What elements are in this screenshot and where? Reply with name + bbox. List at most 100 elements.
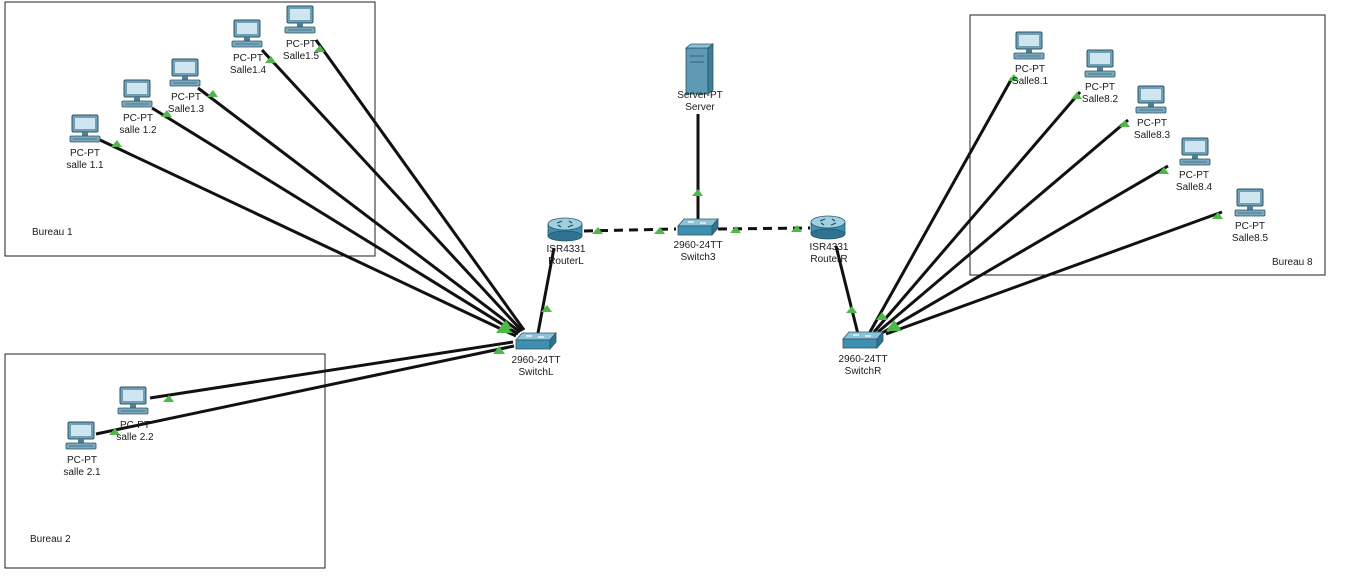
area-label: Bureau 1 [32,227,73,238]
device-type: PC-PT [120,420,150,431]
pc-salle-8-2[interactable]: PC-PT Salle8.2 [1082,49,1119,105]
pc-icon [169,58,201,87]
device-type: Server-PT [677,90,723,101]
device-name: salle 1.1 [66,160,104,171]
device-type: 2960-24TT [674,240,723,251]
pc-salle-8-5[interactable]: PC-PT Salle8.5 [1232,188,1269,244]
device-name: Salle8.1 [1012,76,1049,87]
area-frame [4,1,376,257]
pc-salle-8-4[interactable]: PC-PT Salle8.4 [1176,137,1213,193]
pc-salle-1-5[interactable]: PC-PT Salle1.5 [283,5,320,62]
pc-icon [117,386,149,415]
link-up-indicator [1119,120,1130,127]
device-name: salle 2.1 [63,467,101,478]
device-type: 2960-24TT [839,354,888,365]
switch-icon [842,331,884,349]
device-type: PC-PT [123,113,153,124]
pc-icon [284,5,316,34]
device-name: Salle1.4 [230,65,267,76]
link-up-indicator [730,226,741,233]
link-salle14-switchl[interactable] [260,48,524,333]
link-switchr-routerr[interactable] [834,245,860,335]
device-name: RouterR [810,254,847,265]
switch-icon [677,218,719,236]
switch-left[interactable]: 2960-24TT SwitchL [512,332,561,378]
link-up-indicator [1008,74,1019,81]
server-device[interactable]: Server-PT Server [677,43,723,113]
link-up-indicator [846,306,857,313]
link-up-indicator [207,90,218,97]
link-salle22-switchl[interactable] [149,340,514,400]
device-name: RouterL [548,256,584,267]
pc-salle-2-1[interactable]: PC-PT salle 2.1 [63,421,101,478]
link-up-indicator [1158,167,1169,174]
pc-salle-8-1[interactable]: PC-PT Salle8.1 [1012,31,1049,87]
pc-salle-1-1[interactable]: PC-PT salle 1.1 [66,114,104,171]
device-type: PC-PT [70,148,100,159]
pc-icon [1084,49,1116,78]
pc-salle-1-4[interactable]: PC-PT Salle1.4 [230,19,267,76]
router-icon [810,215,846,240]
device-type: PC-PT [1179,170,1209,181]
link-salle85-switchr[interactable] [885,210,1223,336]
device-name: Salle1.3 [168,104,205,115]
pc-icon [1135,85,1167,114]
switch-3[interactable]: 2960-24TT Switch3 [674,218,723,263]
device-name: Salle8.2 [1082,94,1119,105]
link-up-indicator [265,56,276,63]
switch-icon [515,332,557,350]
link-up-indicator [886,320,902,331]
link-switchl-routerl[interactable] [536,247,556,334]
device-type: PC-PT [1235,221,1265,232]
pc-icon [65,421,97,450]
link-up-indicator [493,346,505,354]
device-type: PC-PT [233,53,263,64]
device-name: SwitchL [518,367,553,378]
link-up-indicator [161,110,172,117]
link-salle11-switchl[interactable] [99,138,517,338]
link-up-indicator [876,312,888,320]
link-salle83-switchr[interactable] [877,118,1129,334]
link-salle12-switchl[interactable] [151,106,519,336]
device-name: salle 1.2 [119,125,157,136]
link-up-indicator [111,140,122,147]
router-right[interactable]: ISR4331 RouterR [810,215,849,265]
area-label: Bureau 2 [30,534,71,545]
pc-salle-8-3[interactable]: PC-PT Salle8.3 [1134,85,1171,141]
device-name: Salle8.3 [1134,130,1171,141]
link-up-indicator [163,395,174,402]
router-left[interactable]: ISR4331 RouterL [547,217,586,267]
device-type: PC-PT [1137,118,1167,129]
link-up-indicator [692,189,703,196]
links [95,39,1223,436]
pc-salle-1-2[interactable]: PC-PT salle 1.2 [119,79,157,136]
pc-salle-2-2[interactable]: PC-PT salle 2.2 [116,386,154,443]
link-salle82-switchr[interactable] [872,91,1082,333]
device-type: 2960-24TT [512,355,561,366]
link-up-indicator [314,45,325,52]
switch-right[interactable]: 2960-24TT SwitchR [839,331,888,377]
device-name: Server [685,102,715,113]
link-up-indicator [791,225,802,232]
link-salle81-switchr[interactable] [868,77,1014,333]
link-up-indicator [541,305,552,312]
device-name: Salle1.5 [283,51,320,62]
link-up-indicator [500,320,512,329]
device-type: PC-PT [286,39,316,50]
pc-salle-1-3[interactable]: PC-PT Salle1.3 [168,58,205,115]
link-status-leds [109,45,1223,435]
link-salle15-switchl[interactable] [314,39,526,331]
device-type: PC-PT [67,455,97,466]
device-type: PC-PT [1085,82,1115,93]
area-label: Bureau 8 [1272,257,1313,268]
link-salle21-switchl[interactable] [95,344,515,436]
area-frame [4,353,326,569]
link-salle13-switchl[interactable] [197,86,521,334]
link-salle84-switchr[interactable] [881,164,1169,335]
link-up-indicator [1071,92,1082,99]
link-up-indicator [109,428,120,435]
area-bureau-2: Bureau 2 [4,353,326,569]
device-name: Salle8.5 [1232,233,1269,244]
server-icon [685,43,714,95]
